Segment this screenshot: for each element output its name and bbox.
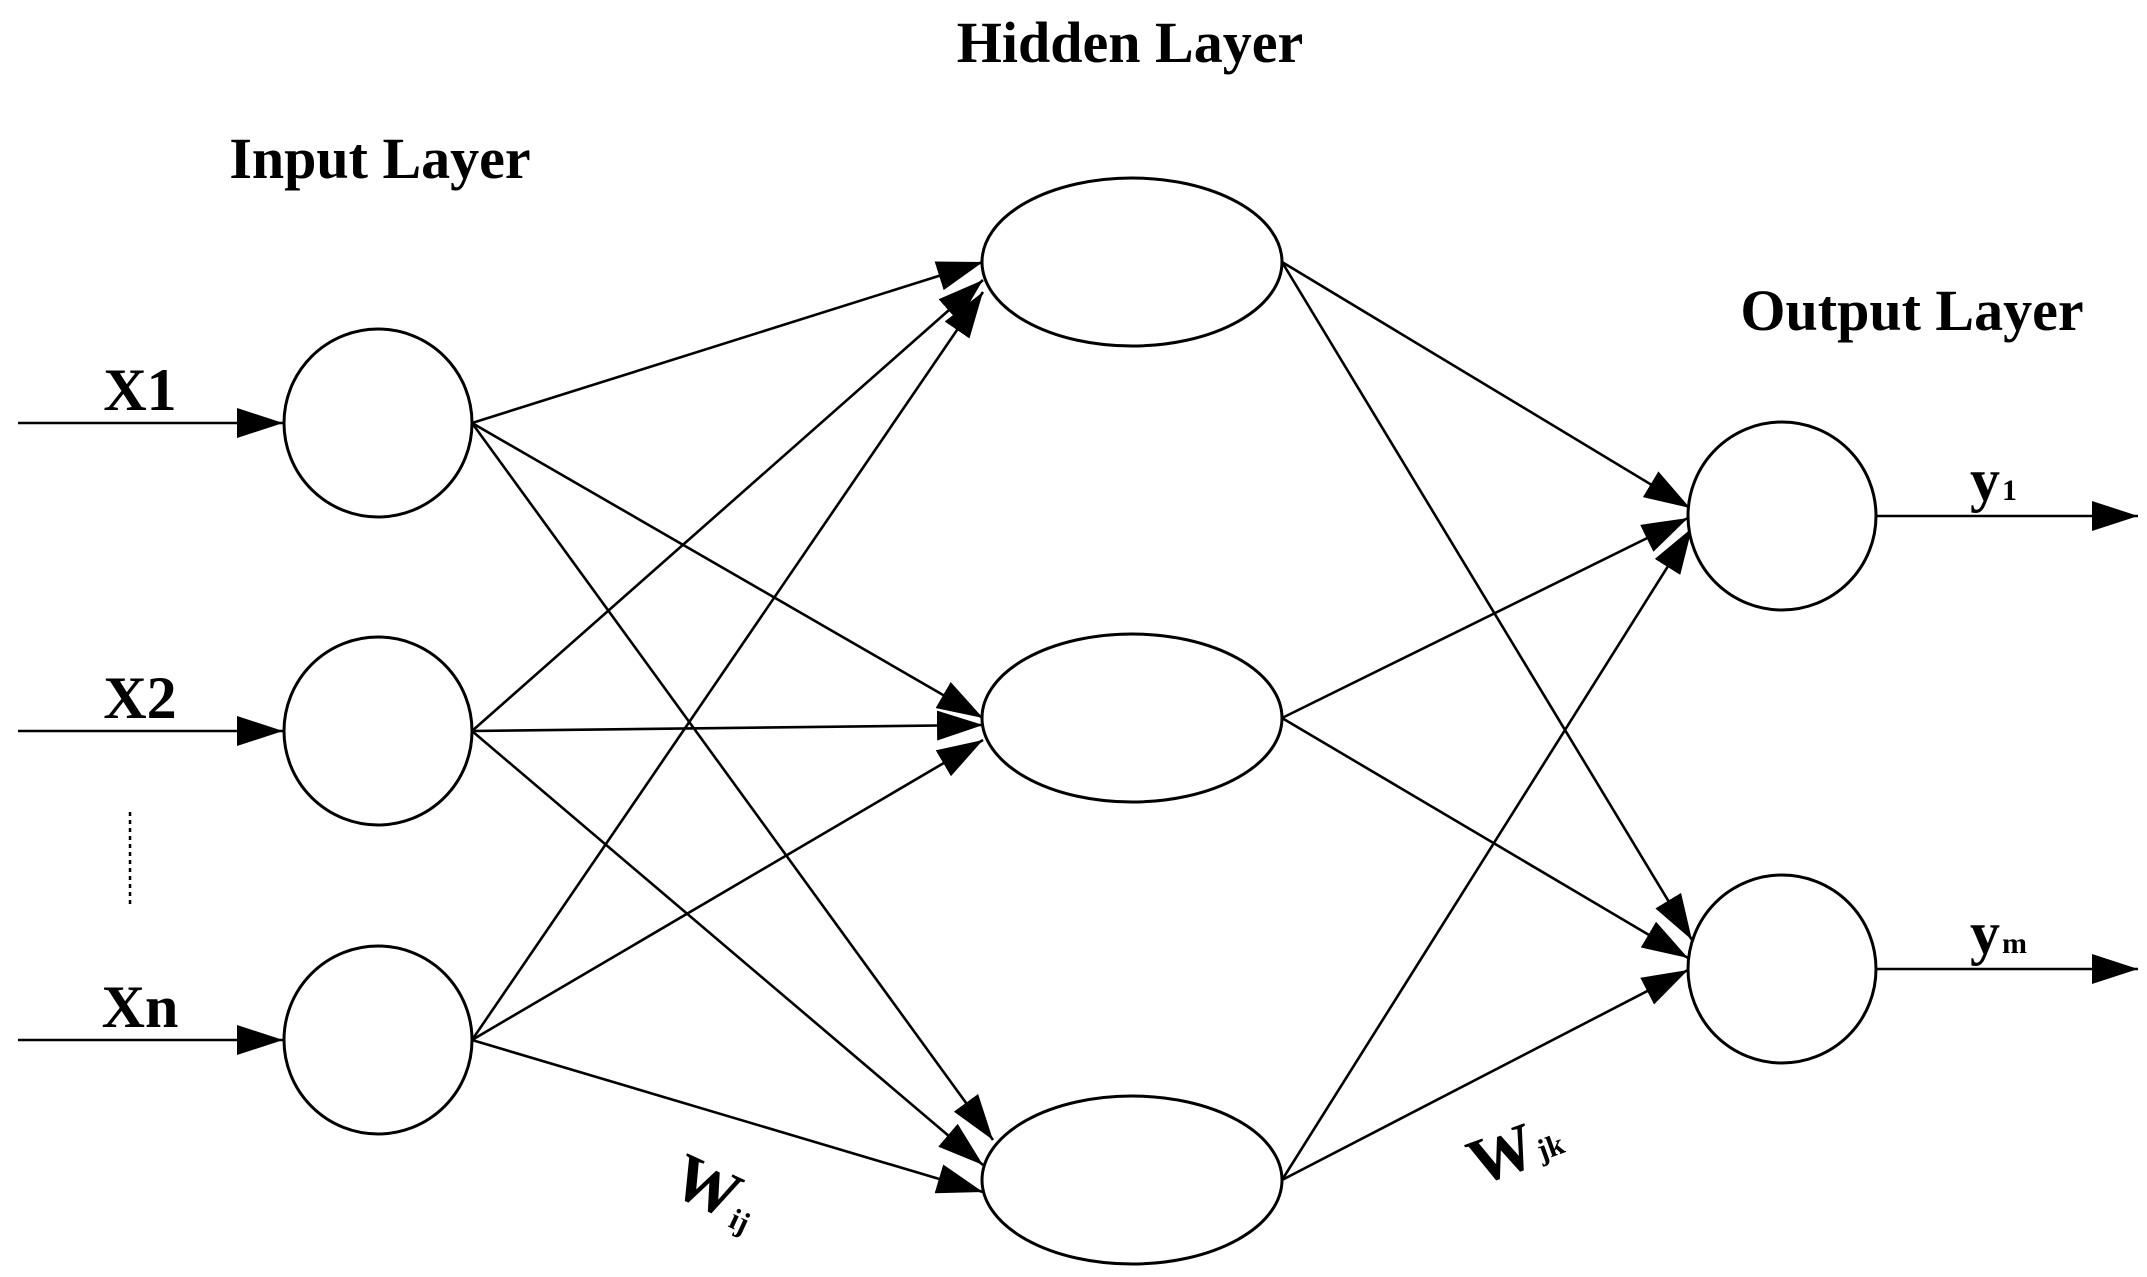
input-node-2 bbox=[282, 635, 474, 827]
input-node-1 bbox=[282, 327, 474, 519]
edge-h2-y1 bbox=[1281, 516, 1689, 720]
edge-xn-h1 bbox=[470, 291, 985, 1041]
edges-hidden-output bbox=[1280, 260, 1694, 1182]
output-node-1 bbox=[1686, 420, 1878, 612]
edge-h2-ym bbox=[1281, 716, 1689, 960]
edge-x1-h3 bbox=[470, 422, 995, 1141]
edge-h1-y1 bbox=[1281, 260, 1691, 510]
edges-input-hidden bbox=[470, 260, 995, 1194]
edge-x2-h3 bbox=[471, 730, 984, 1166]
edge-x2-h2 bbox=[471, 710, 984, 741]
weight-label-wjk: Wjk bbox=[1458, 1099, 1572, 1200]
edge-x1-h1 bbox=[471, 260, 984, 425]
output-label-y1: y1 bbox=[1970, 447, 2017, 513]
hidden-layer-title: Hidden Layer bbox=[957, 10, 1303, 75]
input-label-xn: Xn bbox=[102, 974, 179, 1040]
output-label-ym: ym bbox=[1970, 900, 2027, 966]
output-node-m bbox=[1686, 873, 1878, 1065]
hidden-node-3 bbox=[980, 1094, 1284, 1266]
output-layer-title: Output Layer bbox=[1740, 278, 2083, 343]
input-layer-title: Input Layer bbox=[229, 126, 530, 191]
edge-xn-h2 bbox=[471, 738, 984, 1042]
hidden-node-2 bbox=[980, 632, 1284, 804]
input-label-x1: X1 bbox=[103, 357, 176, 423]
hidden-node-1 bbox=[980, 176, 1284, 348]
edge-x2-h1 bbox=[471, 279, 984, 732]
edge-x1-h2 bbox=[471, 421, 984, 720]
weight-label-wij: Wij bbox=[662, 1139, 771, 1242]
edge-xn-h3 bbox=[471, 1038, 984, 1194]
edge-h1-ym bbox=[1280, 261, 1694, 941]
input-label-x2: X2 bbox=[103, 665, 176, 731]
edge-h3-y1 bbox=[1280, 527, 1694, 1181]
input-node-n bbox=[282, 944, 474, 1136]
edge-h3-ym bbox=[1281, 968, 1689, 1182]
